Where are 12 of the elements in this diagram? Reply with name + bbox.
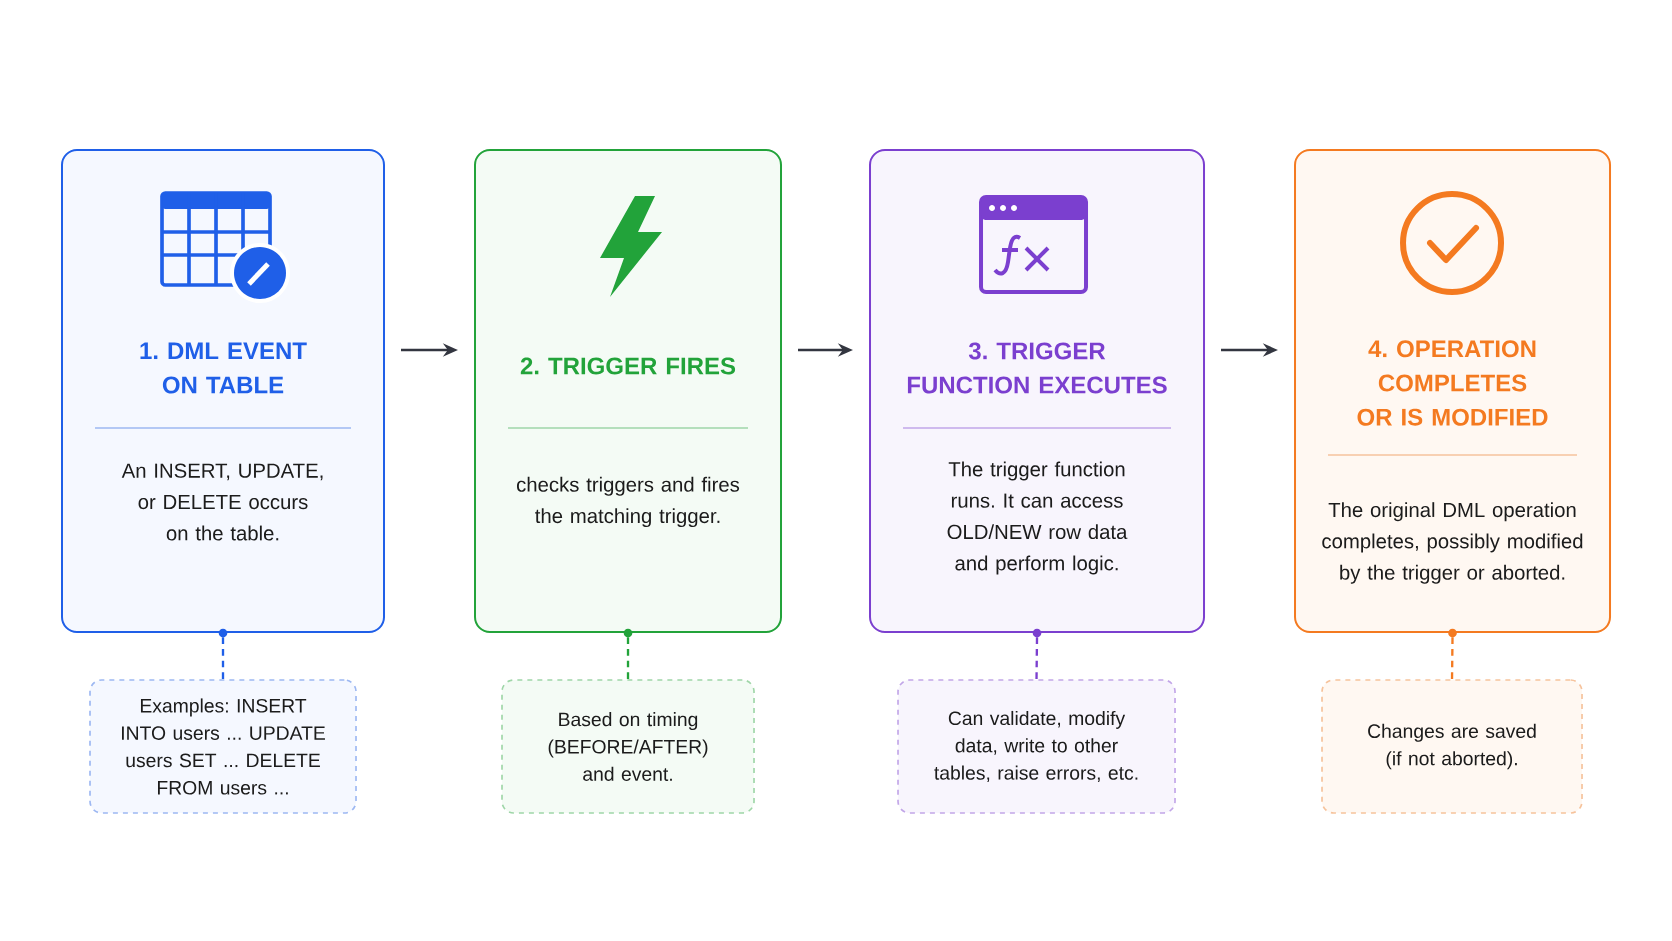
note-box: Examples: INSERT INTO users ... UPDATE users SET ... DELETE FROM users ...: [89, 679, 357, 814]
step-card: 1. DML EVENT ON TABLE An INSERT, UPDATE, or DELETE occurs on the table.: [61, 149, 385, 638]
step-card: 2. TRIGGER FIRES checks triggers and fires the matching trigger.: [474, 149, 782, 638]
connector: [1035, 637, 1039, 680]
connector: [626, 637, 630, 680]
step-card: 4. OPERATION COMPLETES OR IS MODIFIED The original DML operation completes, possibly modified by the trigger or aborted.: [1294, 149, 1611, 638]
note-box: Can validate, modify data, write to other tables, raise errors, etc.: [897, 679, 1176, 814]
note-box: Based on timing (BEFORE/AFTER) and event.: [501, 679, 755, 814]
connector: [1450, 637, 1454, 680]
connector: [221, 637, 225, 680]
step-card: 3. TRIGGER FUNCTION EXECUTES The trigger function runs. It can access OLD/NEW row data and perform logic.: [869, 149, 1205, 638]
note-box: Changes are saved (if not aborted).: [1321, 679, 1583, 814]
